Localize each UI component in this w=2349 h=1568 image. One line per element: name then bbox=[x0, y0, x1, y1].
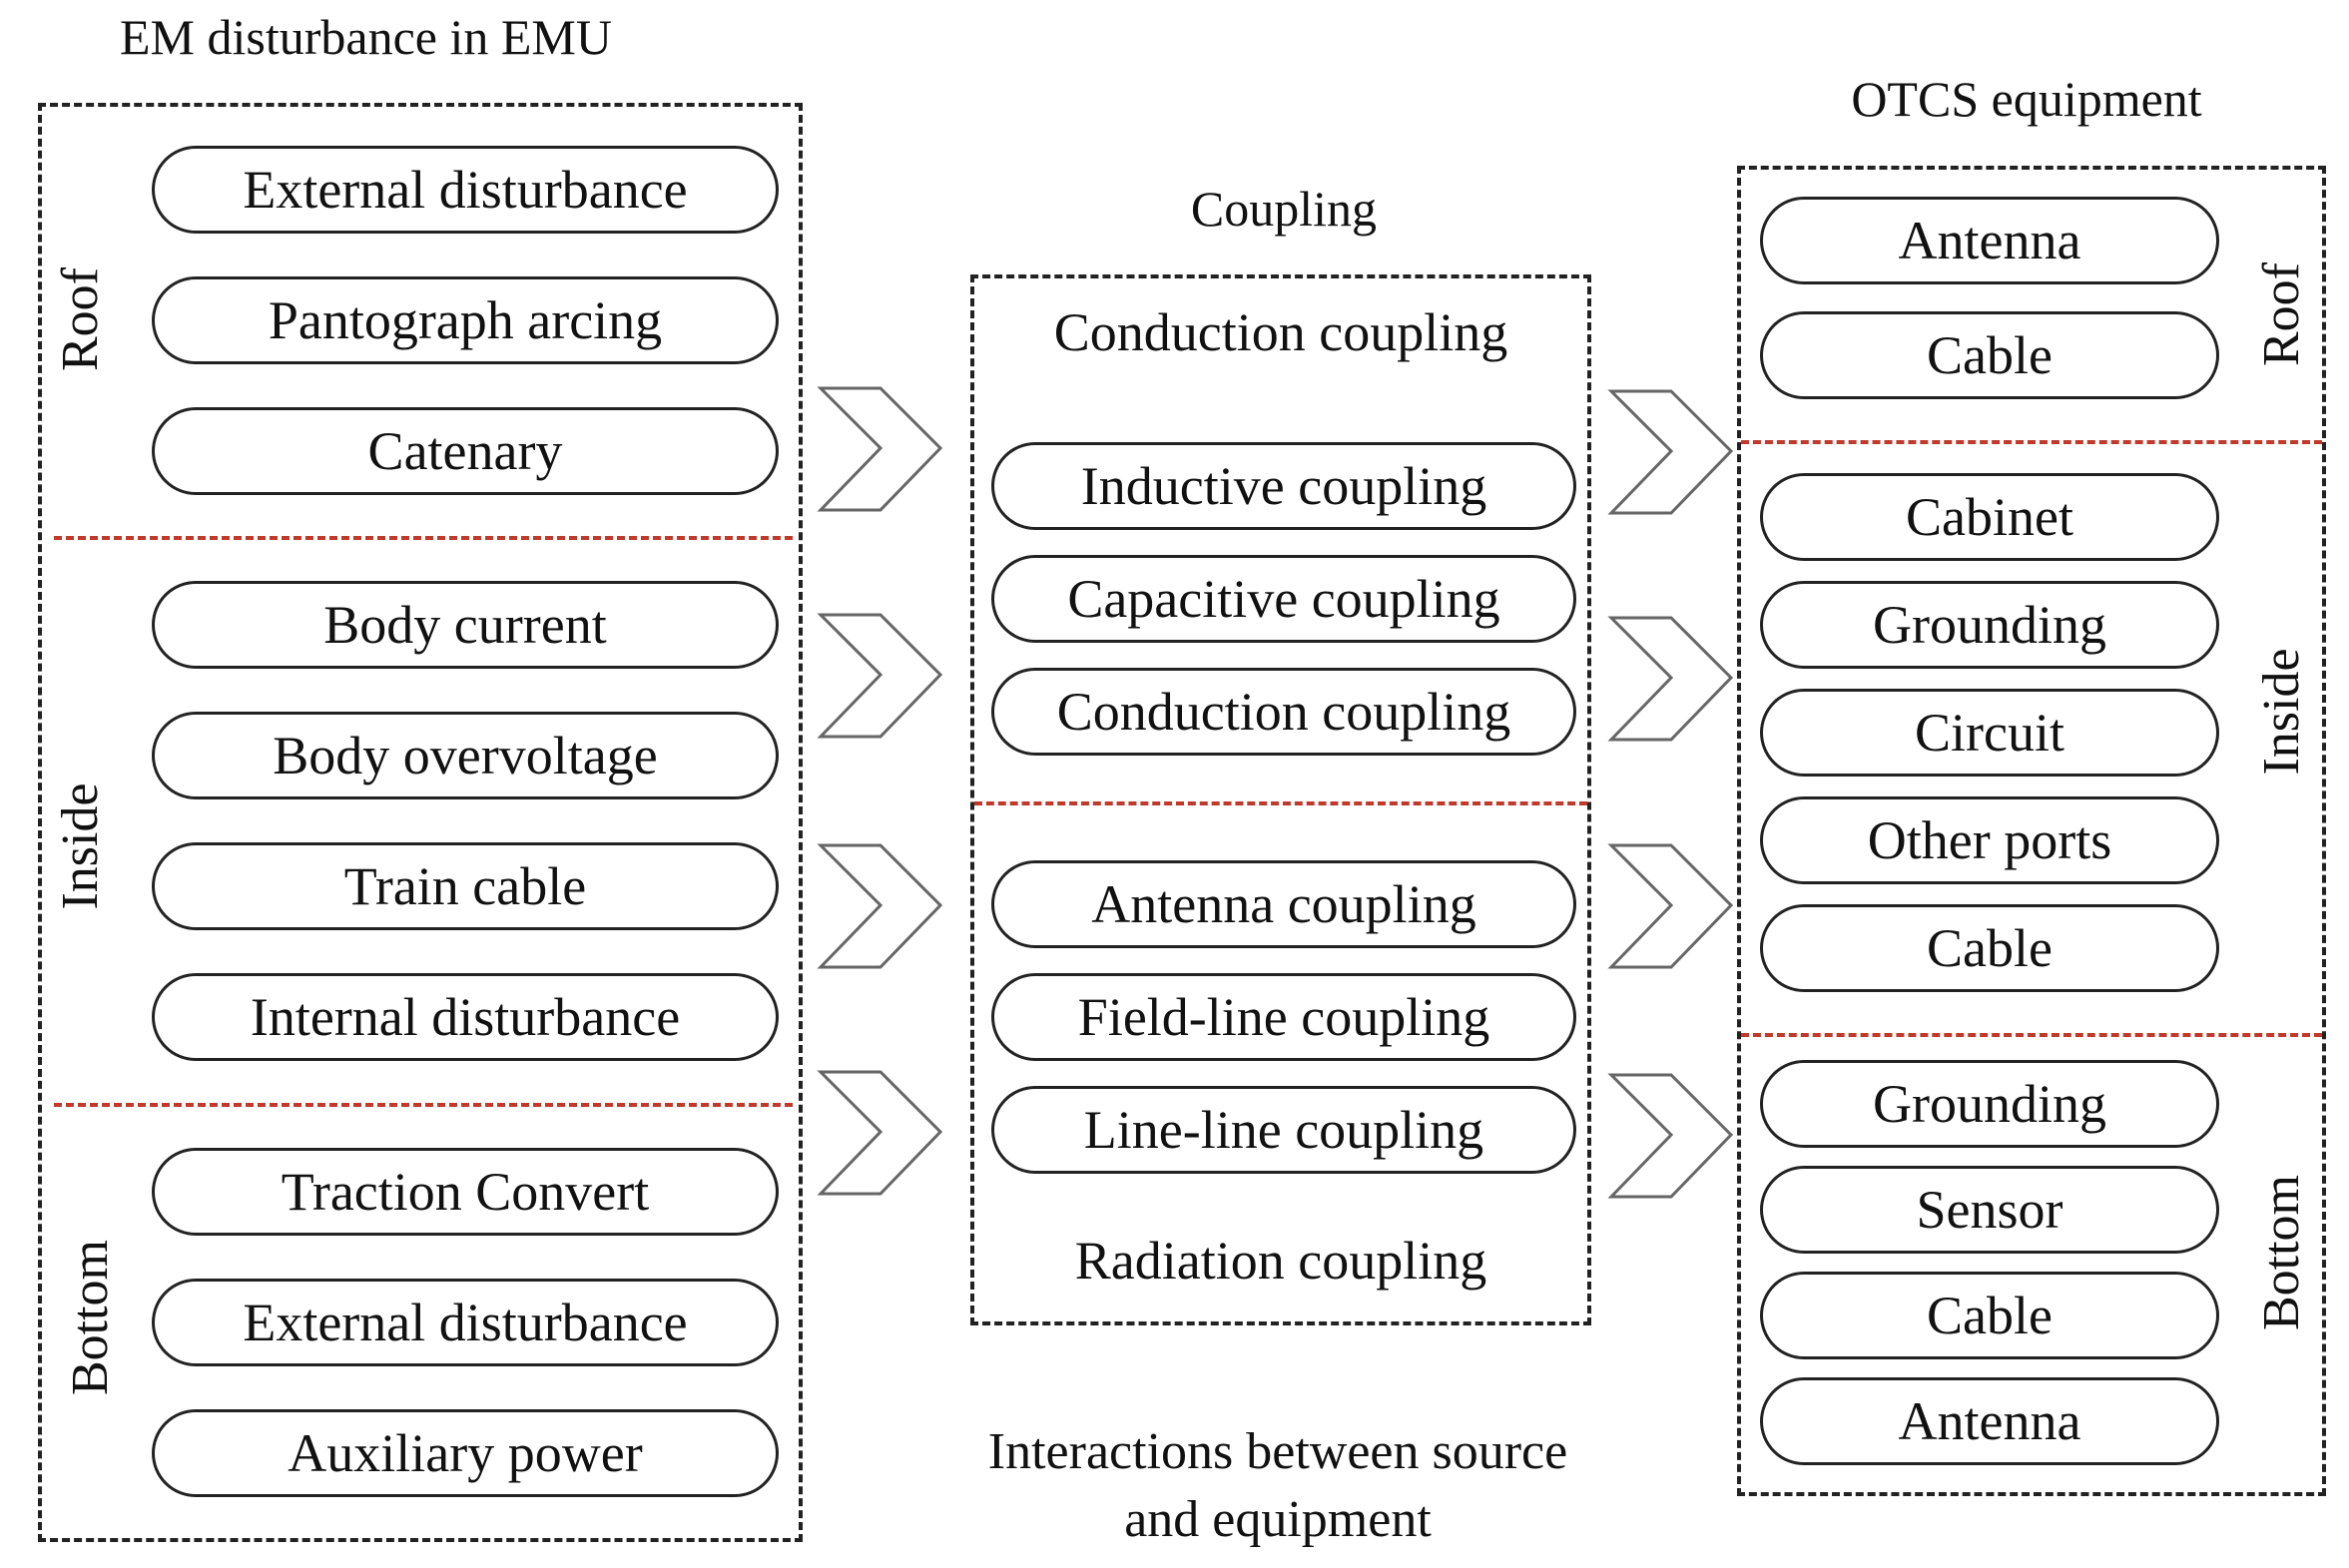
equipment-section-label-bottom: Bottom bbox=[2252, 1174, 2310, 1331]
coupling-item: Field-line coupling bbox=[991, 973, 1576, 1061]
equipment-item: Other ports bbox=[1760, 796, 2219, 884]
source-divider-inside-bottom bbox=[54, 1103, 793, 1107]
source-item: Catenary bbox=[152, 407, 779, 495]
caption-line-1: Interactions between source bbox=[987, 1423, 1568, 1480]
equipment-item: Grounding bbox=[1760, 581, 2219, 669]
coupling-divider bbox=[974, 801, 1587, 805]
equipment-group bbox=[1737, 166, 2326, 1496]
equipment-item: Antenna bbox=[1760, 197, 2219, 284]
source-section-label-roof: Roof bbox=[51, 267, 109, 371]
equipment-item: Cabinet bbox=[1760, 473, 2219, 561]
equipment-divider-inside-bottom bbox=[1741, 1033, 2322, 1037]
chevron-right-icon bbox=[817, 843, 943, 969]
equipment-item: Sensor bbox=[1760, 1166, 2219, 1254]
chevron-right-icon bbox=[817, 613, 943, 739]
coupling-item: Inductive coupling bbox=[991, 442, 1576, 530]
coupling-item: Capacitive coupling bbox=[991, 555, 1576, 643]
source-item: Body overvoltage bbox=[152, 712, 779, 799]
source-item: Internal disturbance bbox=[152, 973, 779, 1061]
radiation-coupling-title: Radiation coupling bbox=[1074, 1231, 1487, 1291]
equipment-item: Grounding bbox=[1760, 1060, 2219, 1148]
equipment-item: Circuit bbox=[1760, 689, 2219, 777]
equipment-item: Cable bbox=[1760, 1272, 2219, 1359]
coupling-title: Coupling bbox=[1190, 181, 1378, 237]
chevron-right-icon bbox=[817, 386, 943, 512]
source-item: Body current bbox=[152, 581, 779, 669]
chevron-right-icon bbox=[1607, 1073, 1734, 1199]
coupling-item: Conduction coupling bbox=[991, 668, 1576, 756]
source-item: Pantograph arcing bbox=[152, 276, 779, 364]
equipment-item: Cable bbox=[1760, 311, 2219, 399]
equipment-title: OTCS equipment bbox=[1851, 71, 2202, 127]
equipment-item: Antenna bbox=[1760, 1377, 2219, 1465]
conduction-coupling-title: Conduction coupling bbox=[1053, 302, 1508, 362]
source-title: EM disturbance in EMU bbox=[120, 9, 612, 65]
source-item: External disturbance bbox=[152, 1279, 779, 1366]
equipment-section-label-inside: Inside bbox=[2252, 648, 2310, 776]
chevron-right-icon bbox=[1607, 616, 1734, 742]
equipment-section-label-roof: Roof bbox=[2252, 262, 2310, 366]
coupling-item: Antenna coupling bbox=[991, 860, 1576, 948]
chevron-right-icon bbox=[1607, 843, 1734, 969]
coupling-group bbox=[970, 274, 1591, 1325]
source-section-label-bottom: Bottom bbox=[61, 1239, 119, 1396]
chevron-right-icon bbox=[817, 1070, 943, 1196]
source-item: Train cable bbox=[152, 842, 779, 930]
source-section-label-inside: Inside bbox=[51, 783, 109, 910]
source-item: External disturbance bbox=[152, 146, 779, 234]
source-group bbox=[38, 103, 803, 1542]
source-divider-roof-inside bbox=[54, 536, 793, 540]
caption-line-2: and equipment bbox=[1124, 1491, 1432, 1548]
source-item: Auxiliary power bbox=[152, 1409, 779, 1497]
source-item: Traction Convert bbox=[152, 1148, 779, 1236]
equipment-item: Cable bbox=[1760, 904, 2219, 992]
chevron-right-icon bbox=[1607, 389, 1734, 515]
equipment-divider-roof-inside bbox=[1741, 440, 2322, 444]
coupling-item: Line-line coupling bbox=[991, 1086, 1576, 1174]
